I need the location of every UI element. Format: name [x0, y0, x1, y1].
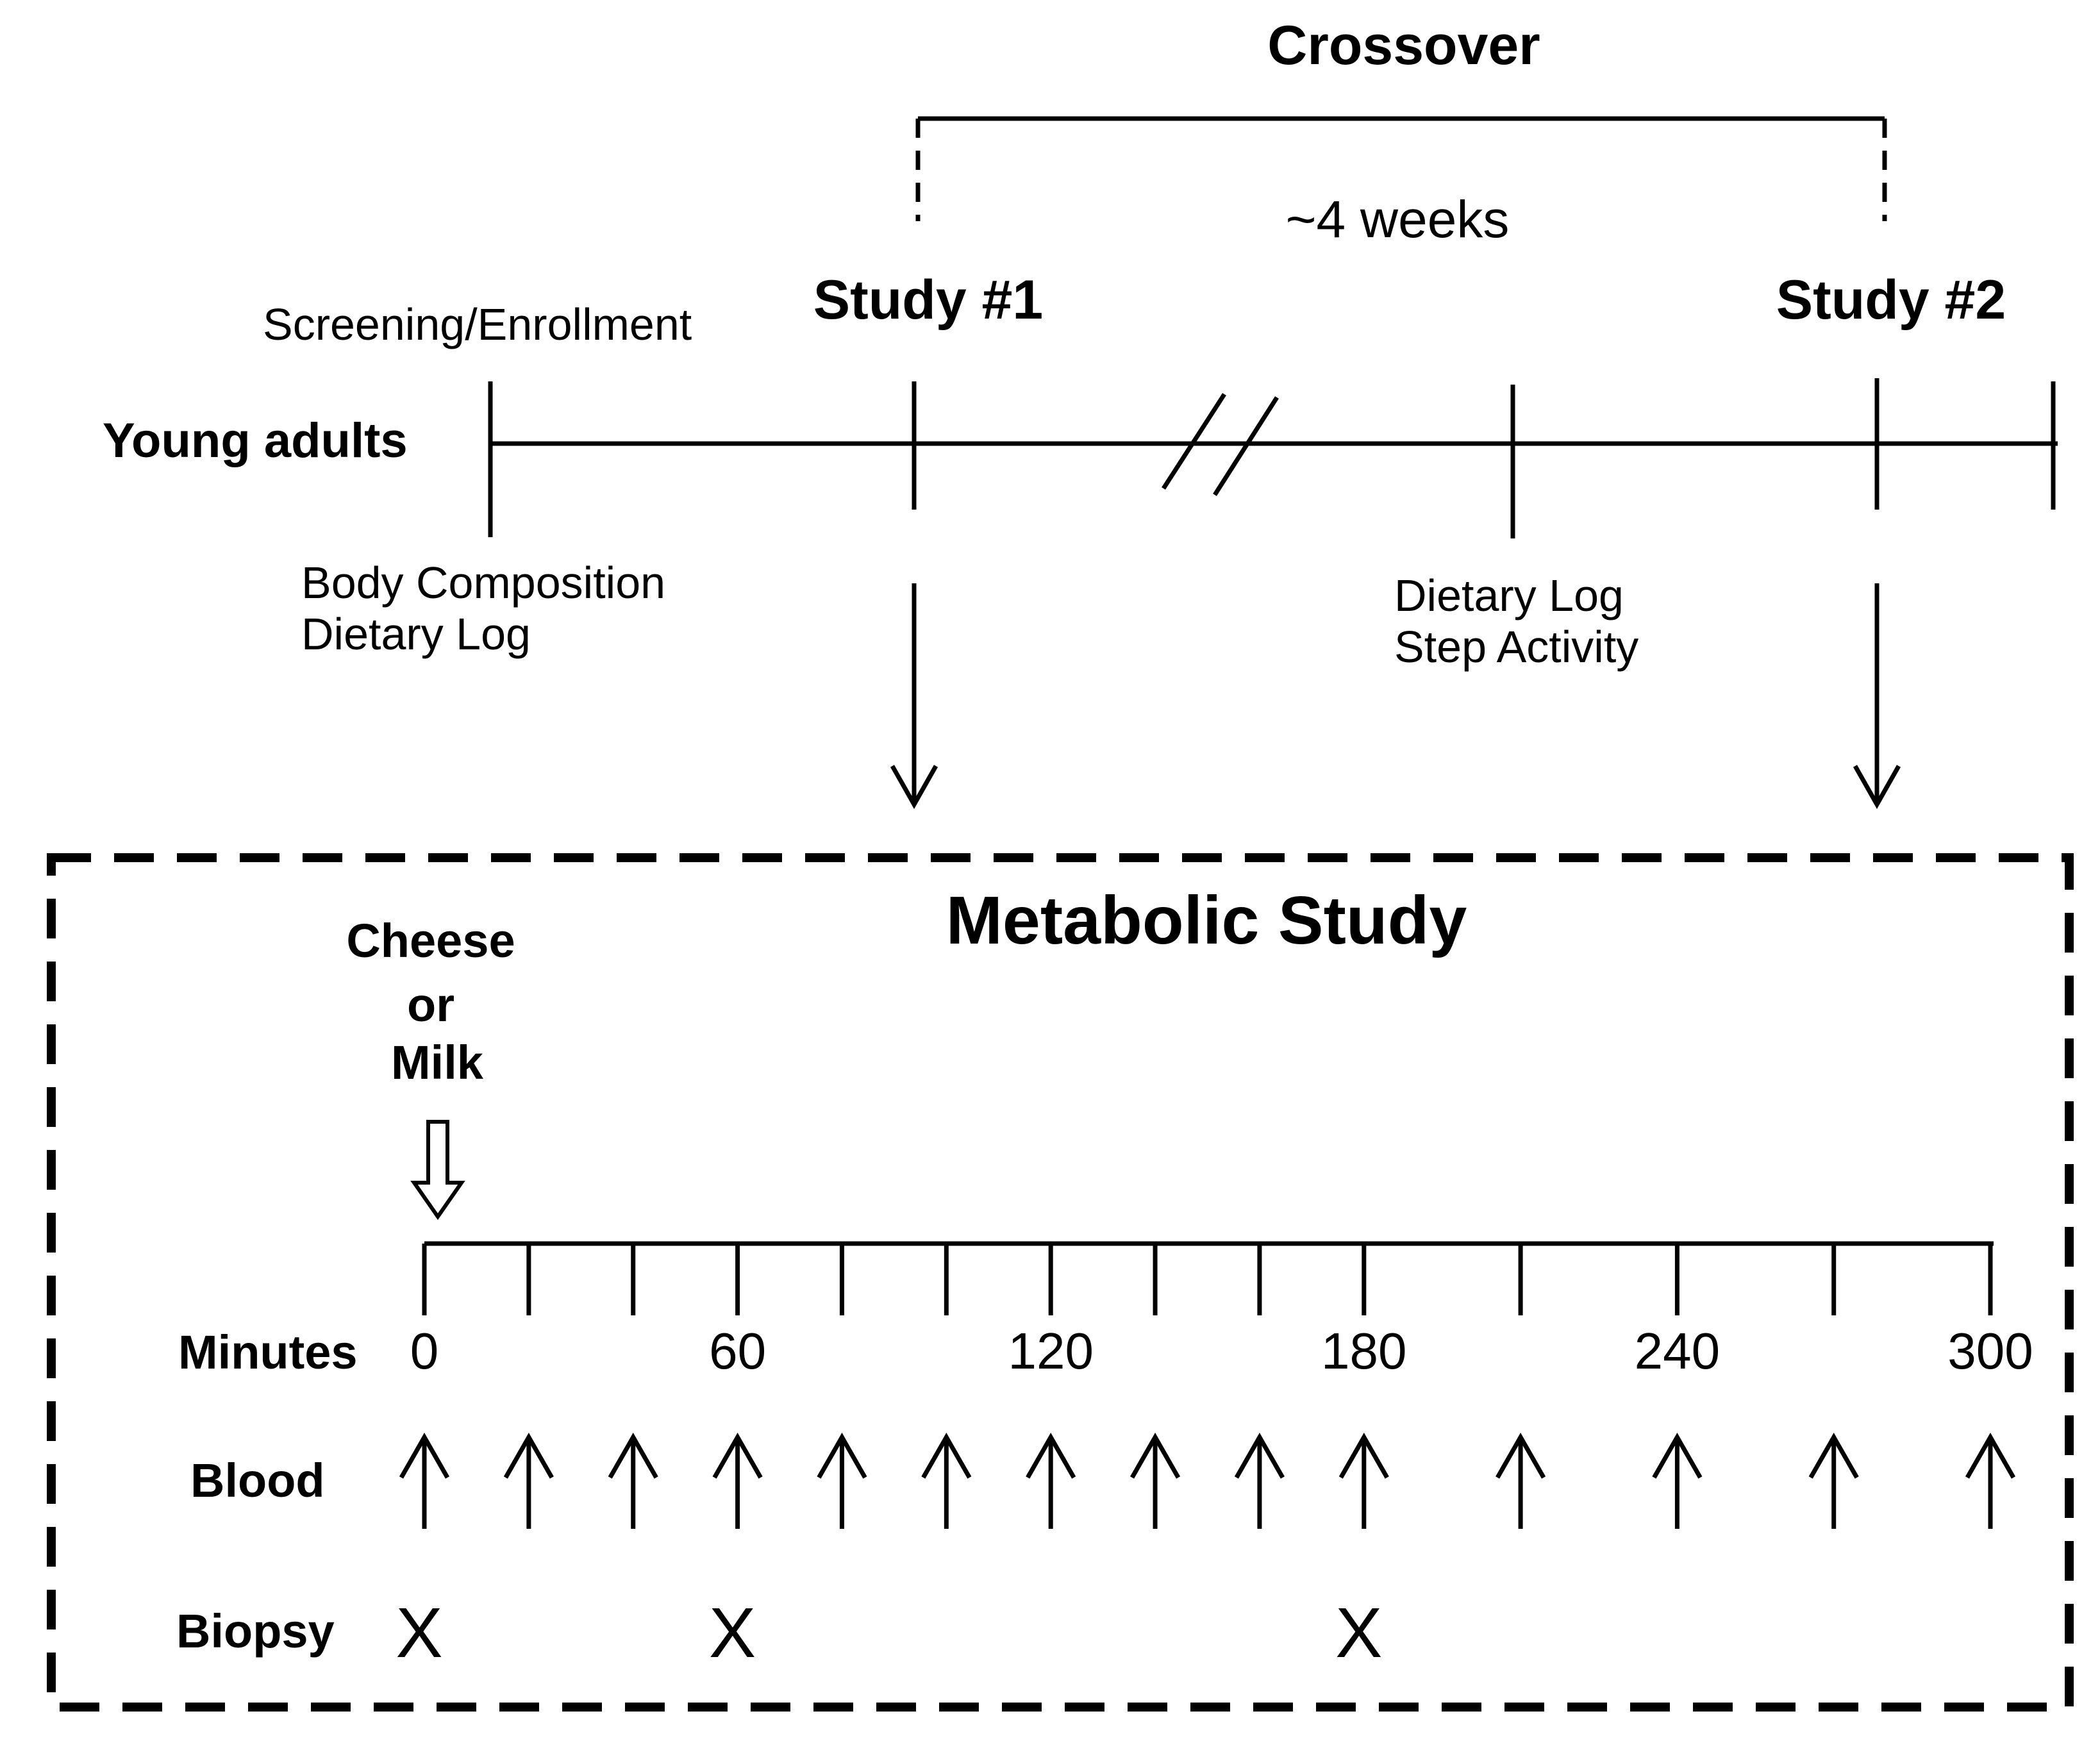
metabolic-study-box: [47, 853, 2074, 1712]
tick-label: 120: [1008, 1322, 1093, 1379]
intake-label-line-1: Cheese: [346, 914, 515, 967]
blood-sample-arrow: [1338, 1432, 1389, 1529]
screening-label: Screening/Enrollment: [263, 299, 692, 349]
blood-sample-arrow: [1234, 1432, 1285, 1529]
participant-timeline: [488, 378, 2058, 538]
tick-label: 180: [1321, 1322, 1406, 1379]
intake-label-line-3: Milk: [391, 1036, 484, 1089]
biopsy-mark: X: [1335, 1594, 1382, 1672]
metabolic-timeline-ticks: [422, 1244, 1993, 1315]
study-2-label: Study #2: [1776, 269, 2006, 331]
blood-sample-arrow: [399, 1432, 450, 1529]
intake-hollow-arrow: [410, 1120, 465, 1220]
blood-sample-arrow: [1808, 1432, 1859, 1529]
blood-sample-arrow: [1965, 1432, 2016, 1529]
blood-sample-arrow: [712, 1432, 763, 1529]
blood-sample-arrow: [1652, 1432, 1703, 1529]
crossover-title: Crossover: [1267, 15, 1540, 76]
pre-study-measure-2: Dietary Log: [301, 609, 531, 659]
blood-sample-arrow: [503, 1432, 554, 1529]
blood-sample-arrow: [817, 1432, 867, 1529]
tick-label: 60: [709, 1322, 766, 1379]
blood-sample-arrow: [921, 1432, 972, 1529]
blood-sample-arrow: [1026, 1432, 1076, 1529]
biopsy-mark: X: [396, 1594, 442, 1672]
minutes-row-label: Minutes: [178, 1326, 358, 1379]
group-label: Young adults: [103, 413, 408, 468]
tick-label: 300: [1947, 1322, 2033, 1379]
crossover-duration: ~4 weeks: [1286, 190, 1510, 249]
study-1-label: Study #1: [813, 269, 1043, 331]
between-study-measure-1: Dietary Log: [1394, 571, 1624, 621]
blood-row-label: Blood: [190, 1454, 325, 1507]
blood-sample-arrow: [1130, 1432, 1181, 1529]
metabolic-study-title: Metabolic Study: [946, 883, 1467, 958]
between-study-measure-2: Step Activity: [1394, 622, 1638, 672]
intake-label-line-2: or: [407, 978, 454, 1031]
blood-sample-arrow: [608, 1432, 658, 1529]
blood-sample-arrows: [399, 1432, 2016, 1529]
pre-study-measure-1: Body Composition: [301, 558, 665, 608]
tick-label: 0: [410, 1322, 439, 1379]
study-1-down-arrow: [890, 583, 938, 810]
biopsy-row-label: Biopsy: [176, 1604, 335, 1658]
biopsy-mark: X: [709, 1594, 756, 1672]
tick-label: 240: [1635, 1322, 1720, 1379]
study-2-down-arrow: [1853, 583, 1901, 810]
metabolic-timeline-labels: 0 60 120 180 240 300: [410, 1322, 2033, 1379]
crossover-bracket: [915, 116, 1887, 221]
timeline-break-mark: [1162, 393, 1279, 496]
blood-sample-arrow: [1496, 1432, 1546, 1529]
